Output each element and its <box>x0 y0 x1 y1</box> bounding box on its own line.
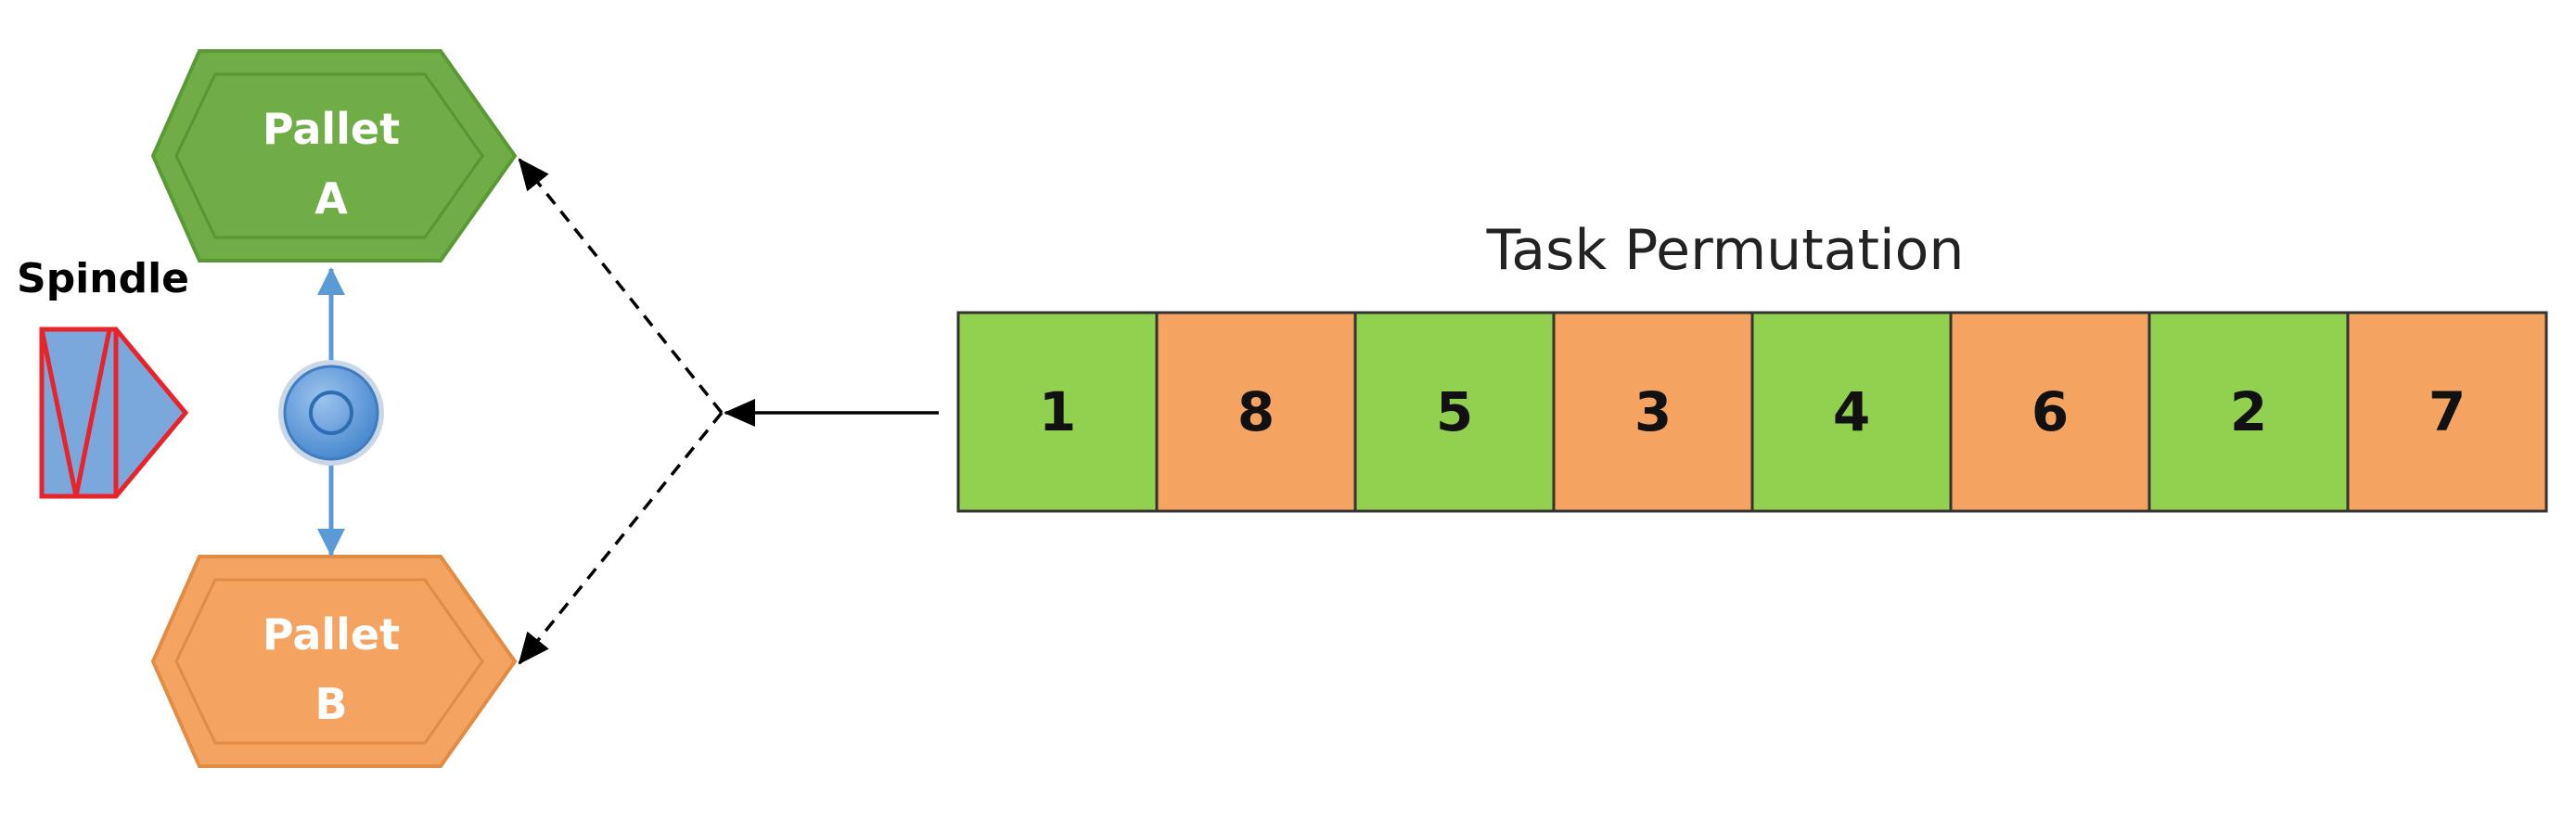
task-cell-value: 1 <box>1039 380 1076 443</box>
task-permutation-row: 1 8 5 3 4 6 2 7 <box>956 311 2548 513</box>
task-cell-value: 5 <box>1436 380 1473 443</box>
pallet-b: Pallet B <box>150 555 518 768</box>
pallet-a-line2: A <box>314 173 348 224</box>
task-cell: 1 <box>956 311 1159 513</box>
pallet-changer-connector <box>278 267 384 557</box>
task-cell-value: 2 <box>2230 380 2267 443</box>
pallet-b-line1: Pallet <box>263 609 400 660</box>
task-cell: 4 <box>1750 311 1953 513</box>
changer-knob-icon <box>278 360 384 466</box>
task-cell: 2 <box>2147 311 2350 513</box>
task-cell-value: 8 <box>1237 380 1275 443</box>
pallet-a: Pallet A <box>150 49 518 263</box>
pallet-b-line2: B <box>314 679 347 729</box>
assignment-arrows <box>518 158 939 665</box>
task-cell-value: 4 <box>1833 380 1870 443</box>
spindle-icon <box>39 327 189 499</box>
task-cell-value: 6 <box>2031 380 2069 443</box>
task-cell: 8 <box>1155 311 1357 513</box>
task-cell-value: 7 <box>2429 380 2466 443</box>
task-cell-value: 3 <box>1634 380 1672 443</box>
task-cell: 7 <box>2346 311 2548 513</box>
task-permutation-title: Task Permutation <box>1486 218 1965 283</box>
task-cell: 5 <box>1353 311 1556 513</box>
task-cell: 6 <box>1949 311 2151 513</box>
spindle-label: Spindle <box>17 255 189 302</box>
pallet-a-line1: Pallet <box>263 104 400 154</box>
task-cell: 3 <box>1552 311 1754 513</box>
